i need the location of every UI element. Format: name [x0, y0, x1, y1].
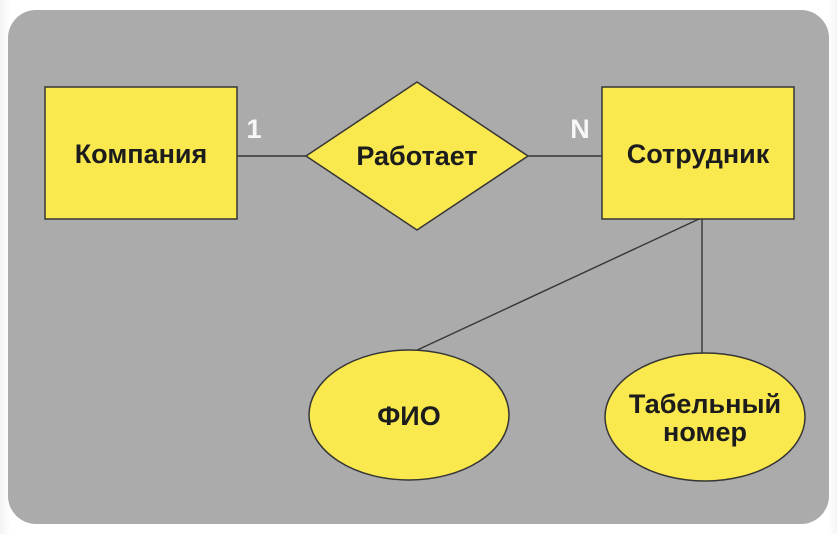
entity-company-box	[44, 86, 238, 220]
connector-employee-fio	[412, 218, 700, 353]
attribute-personnel-number-ellipse	[604, 352, 806, 482]
attribute-personnel-number-label-line1: Табельный	[629, 389, 781, 419]
relationship-works-diamond	[304, 81, 530, 231]
entity-employee-label: Сотрудник	[627, 139, 770, 169]
entity-company-label: Компания	[75, 139, 208, 169]
attribute-fio-ellipse	[308, 349, 510, 481]
cardinality-one-label: 1	[246, 114, 261, 144]
cardinality-n-label: N	[570, 114, 590, 144]
entity-employee-box	[601, 86, 795, 220]
relationship-works-label: Работает	[356, 141, 477, 171]
attribute-fio-label: ФИО	[377, 401, 440, 431]
attribute-personnel-number-label-line2: номер	[663, 417, 747, 447]
